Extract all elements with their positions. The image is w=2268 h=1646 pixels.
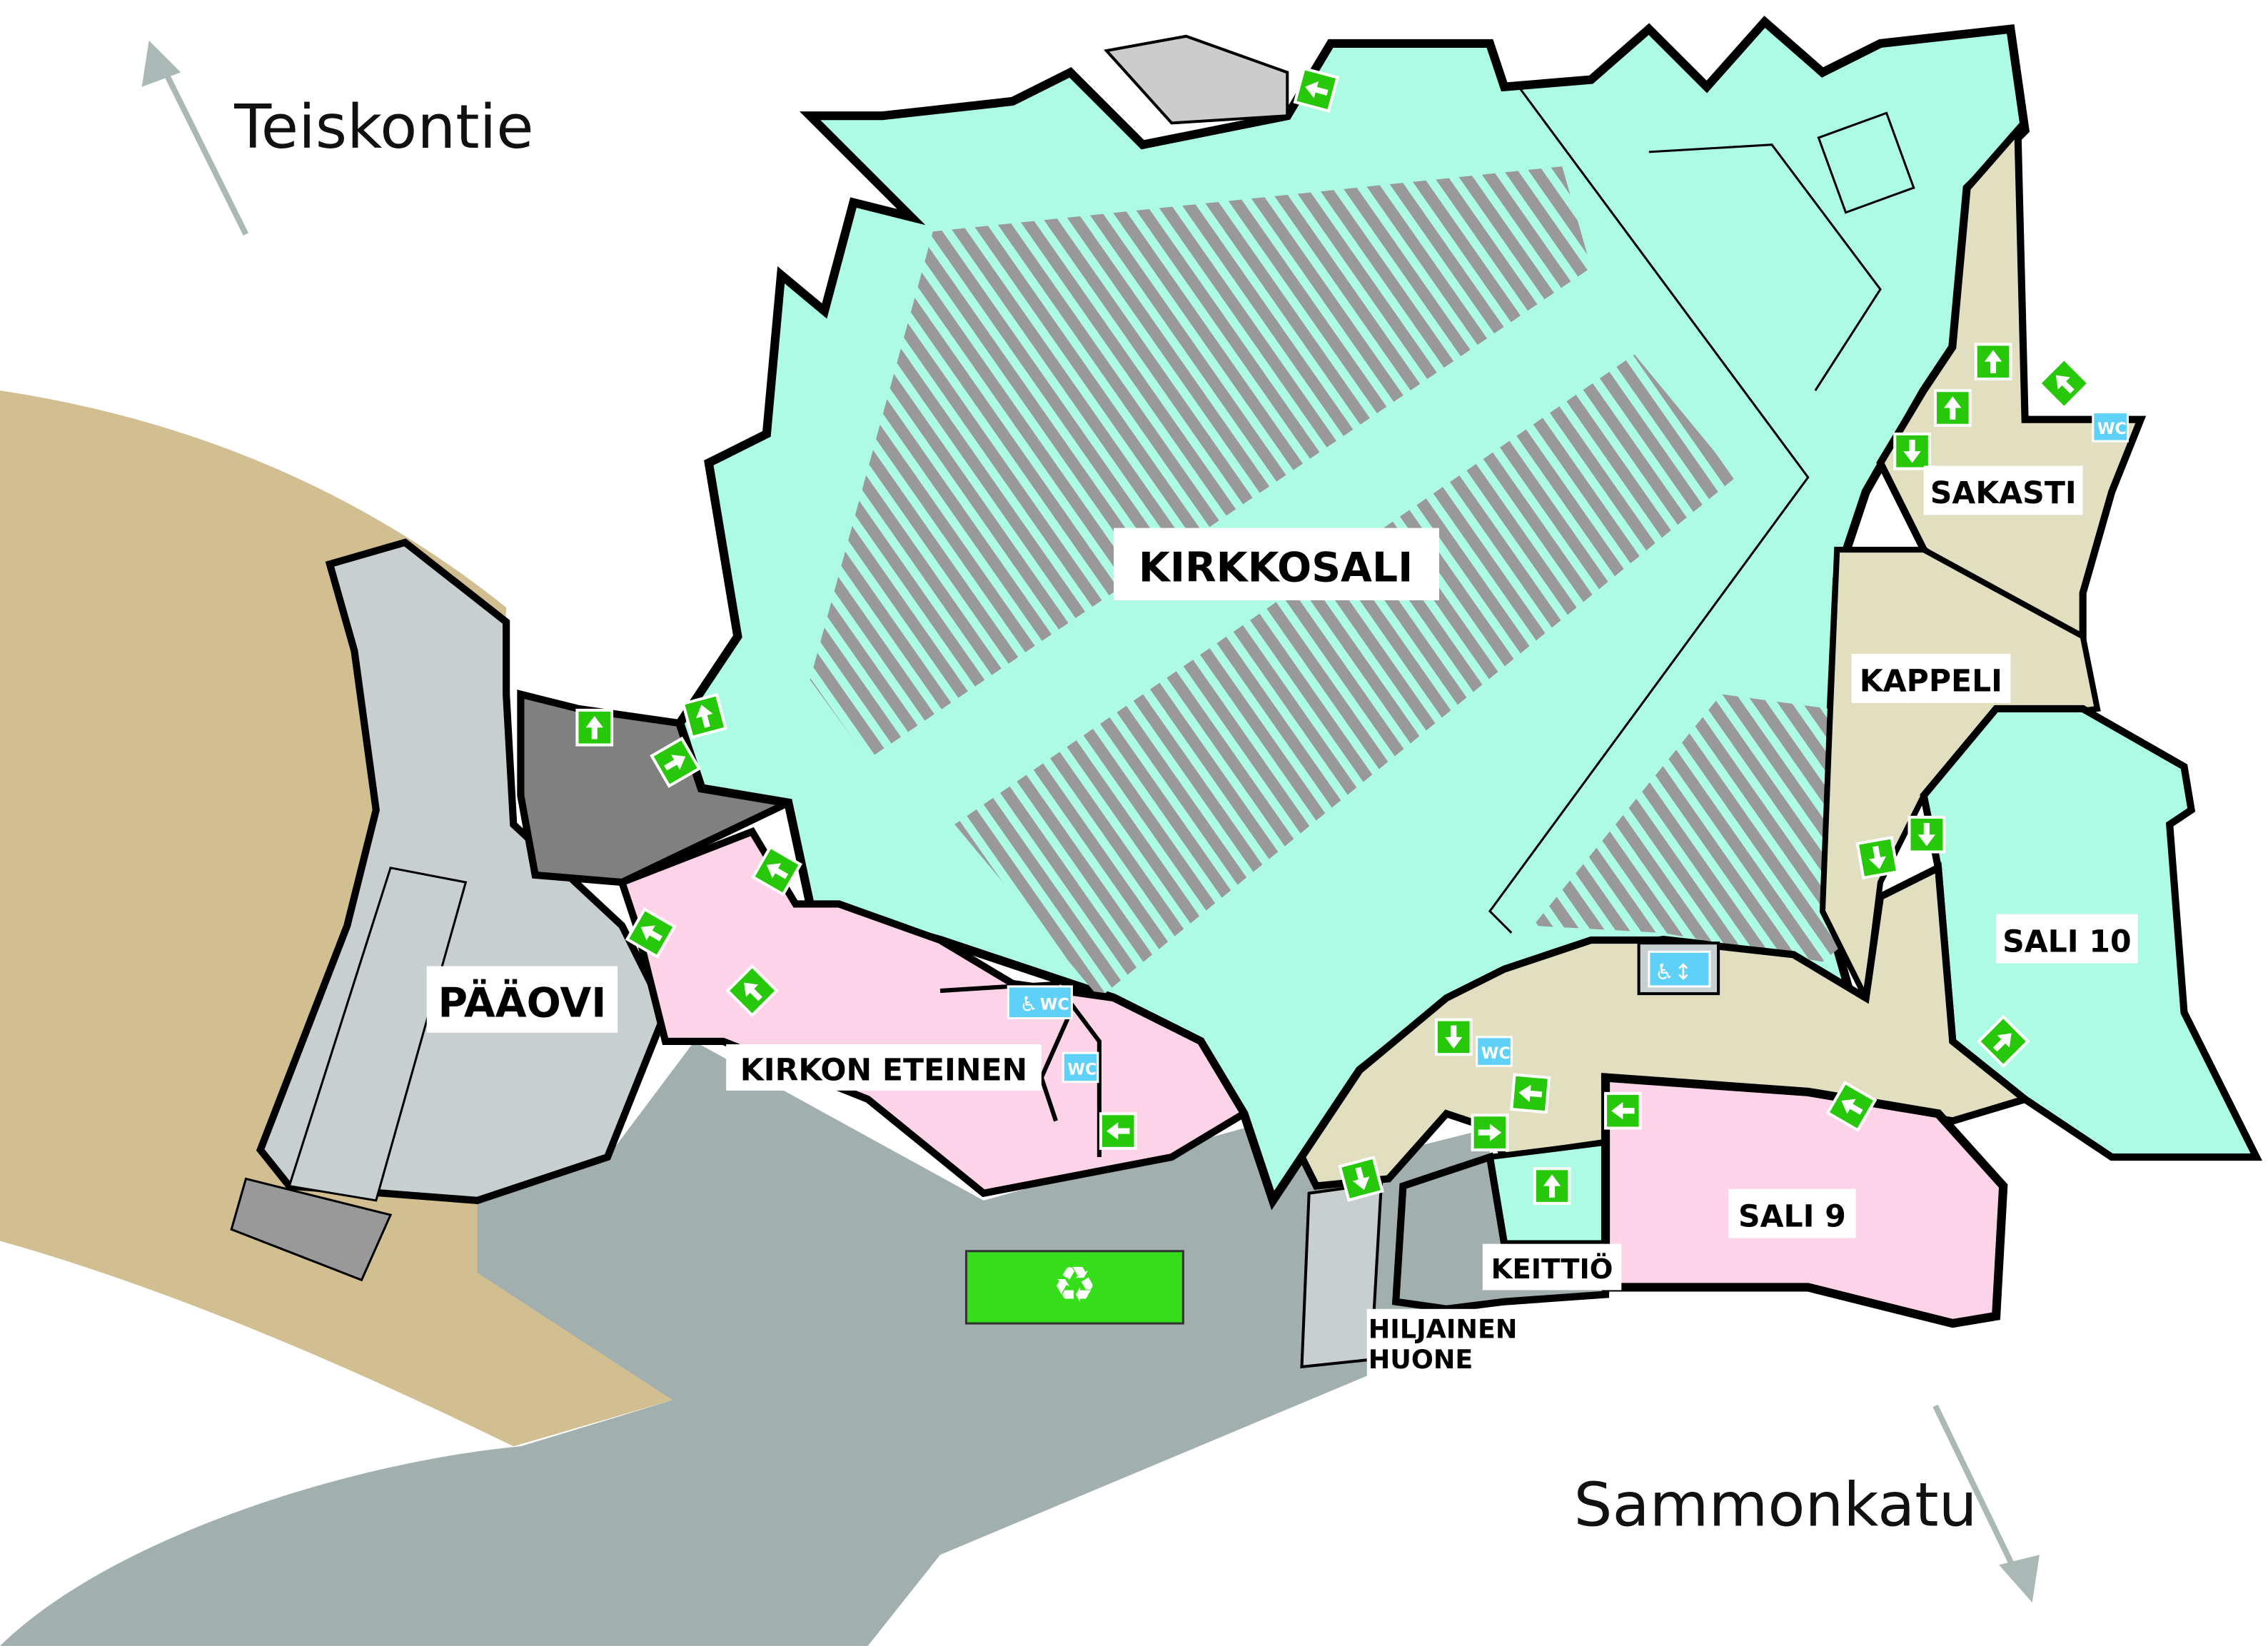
label-hiljainen-huone: HILJAINEN HUONE [1366,1308,1538,1375]
svg-text:KEITTIÖ: KEITTIÖ [1491,1252,1613,1286]
svg-text:WC: WC [1481,1044,1511,1063]
svg-text:SAKASTI: SAKASTI [1930,476,2077,511]
recycling-point: ♻ [964,1250,1184,1325]
svg-text:WC: WC [1067,1061,1097,1079]
wc-icon: WC [2092,411,2129,443]
svg-text:♿↕: ♿↕ [1655,960,1693,985]
balcony-stair [1104,34,1289,125]
svg-text:HUONE: HUONE [1369,1344,1473,1375]
label-sali-10: SALI 10 [1996,914,2138,964]
seating-block [1533,694,1866,962]
label-paaovi: PÄÄOVI [426,966,618,1033]
label-kappeli: KAPPELI [1851,653,2011,703]
label-sali-9: SALI 9 [1728,1188,1856,1238]
svg-text:KIRKKOSALI: KIRKKOSALI [1139,545,1413,592]
street-label-sammonkatu: Sammonkatu [1573,1470,1977,1541]
label-kirkon-eteinen: KIRKON ETEINEN [726,1044,1042,1091]
accessible-wc-icon: ♿ WC [1007,985,1073,1020]
svg-text:♿: ♿ [1019,992,1037,1016]
svg-text:SALI 10: SALI 10 [2002,924,2131,959]
seating-block [954,354,1736,999]
svg-text:PÄÄOVI: PÄÄOVI [438,979,607,1027]
svg-text:WC: WC [2097,420,2127,438]
recycling-icon: ♻ [1053,1257,1097,1314]
altar-outlines [1488,86,1915,934]
south-arrow-icon [1932,1404,2040,1603]
label-keittio: KEITTIÖ [1482,1243,1622,1291]
wc-icon: WC [1476,1036,1513,1067]
elevator-icon: ♿↕ [1637,941,1720,996]
svg-text:WC: WC [1040,995,1069,1014]
seating-block [810,166,1591,759]
svg-text:SALI 9: SALI 9 [1738,1199,1846,1234]
svg-text:HILJAINEN: HILJAINEN [1369,1313,1518,1344]
svg-text:KIRKON ETEINEN: KIRKON ETEINEN [740,1054,1027,1089]
ground-tan [0,390,673,1447]
wc-icon: WC [1062,1051,1099,1084]
svg-text:KAPPELI: KAPPELI [1860,665,2002,700]
label-kirkkosali: KIRKKOSALI [1114,527,1440,600]
ground-gray [0,1041,1490,1646]
street-label-teiskontie: Teiskontie [233,92,533,163]
room-kirkon-eteinen [617,827,1249,1198]
north-arrow-icon [141,40,249,236]
entrance-stairs [230,867,468,1282]
label-sakasti: SAKASTI [1923,465,2083,515]
